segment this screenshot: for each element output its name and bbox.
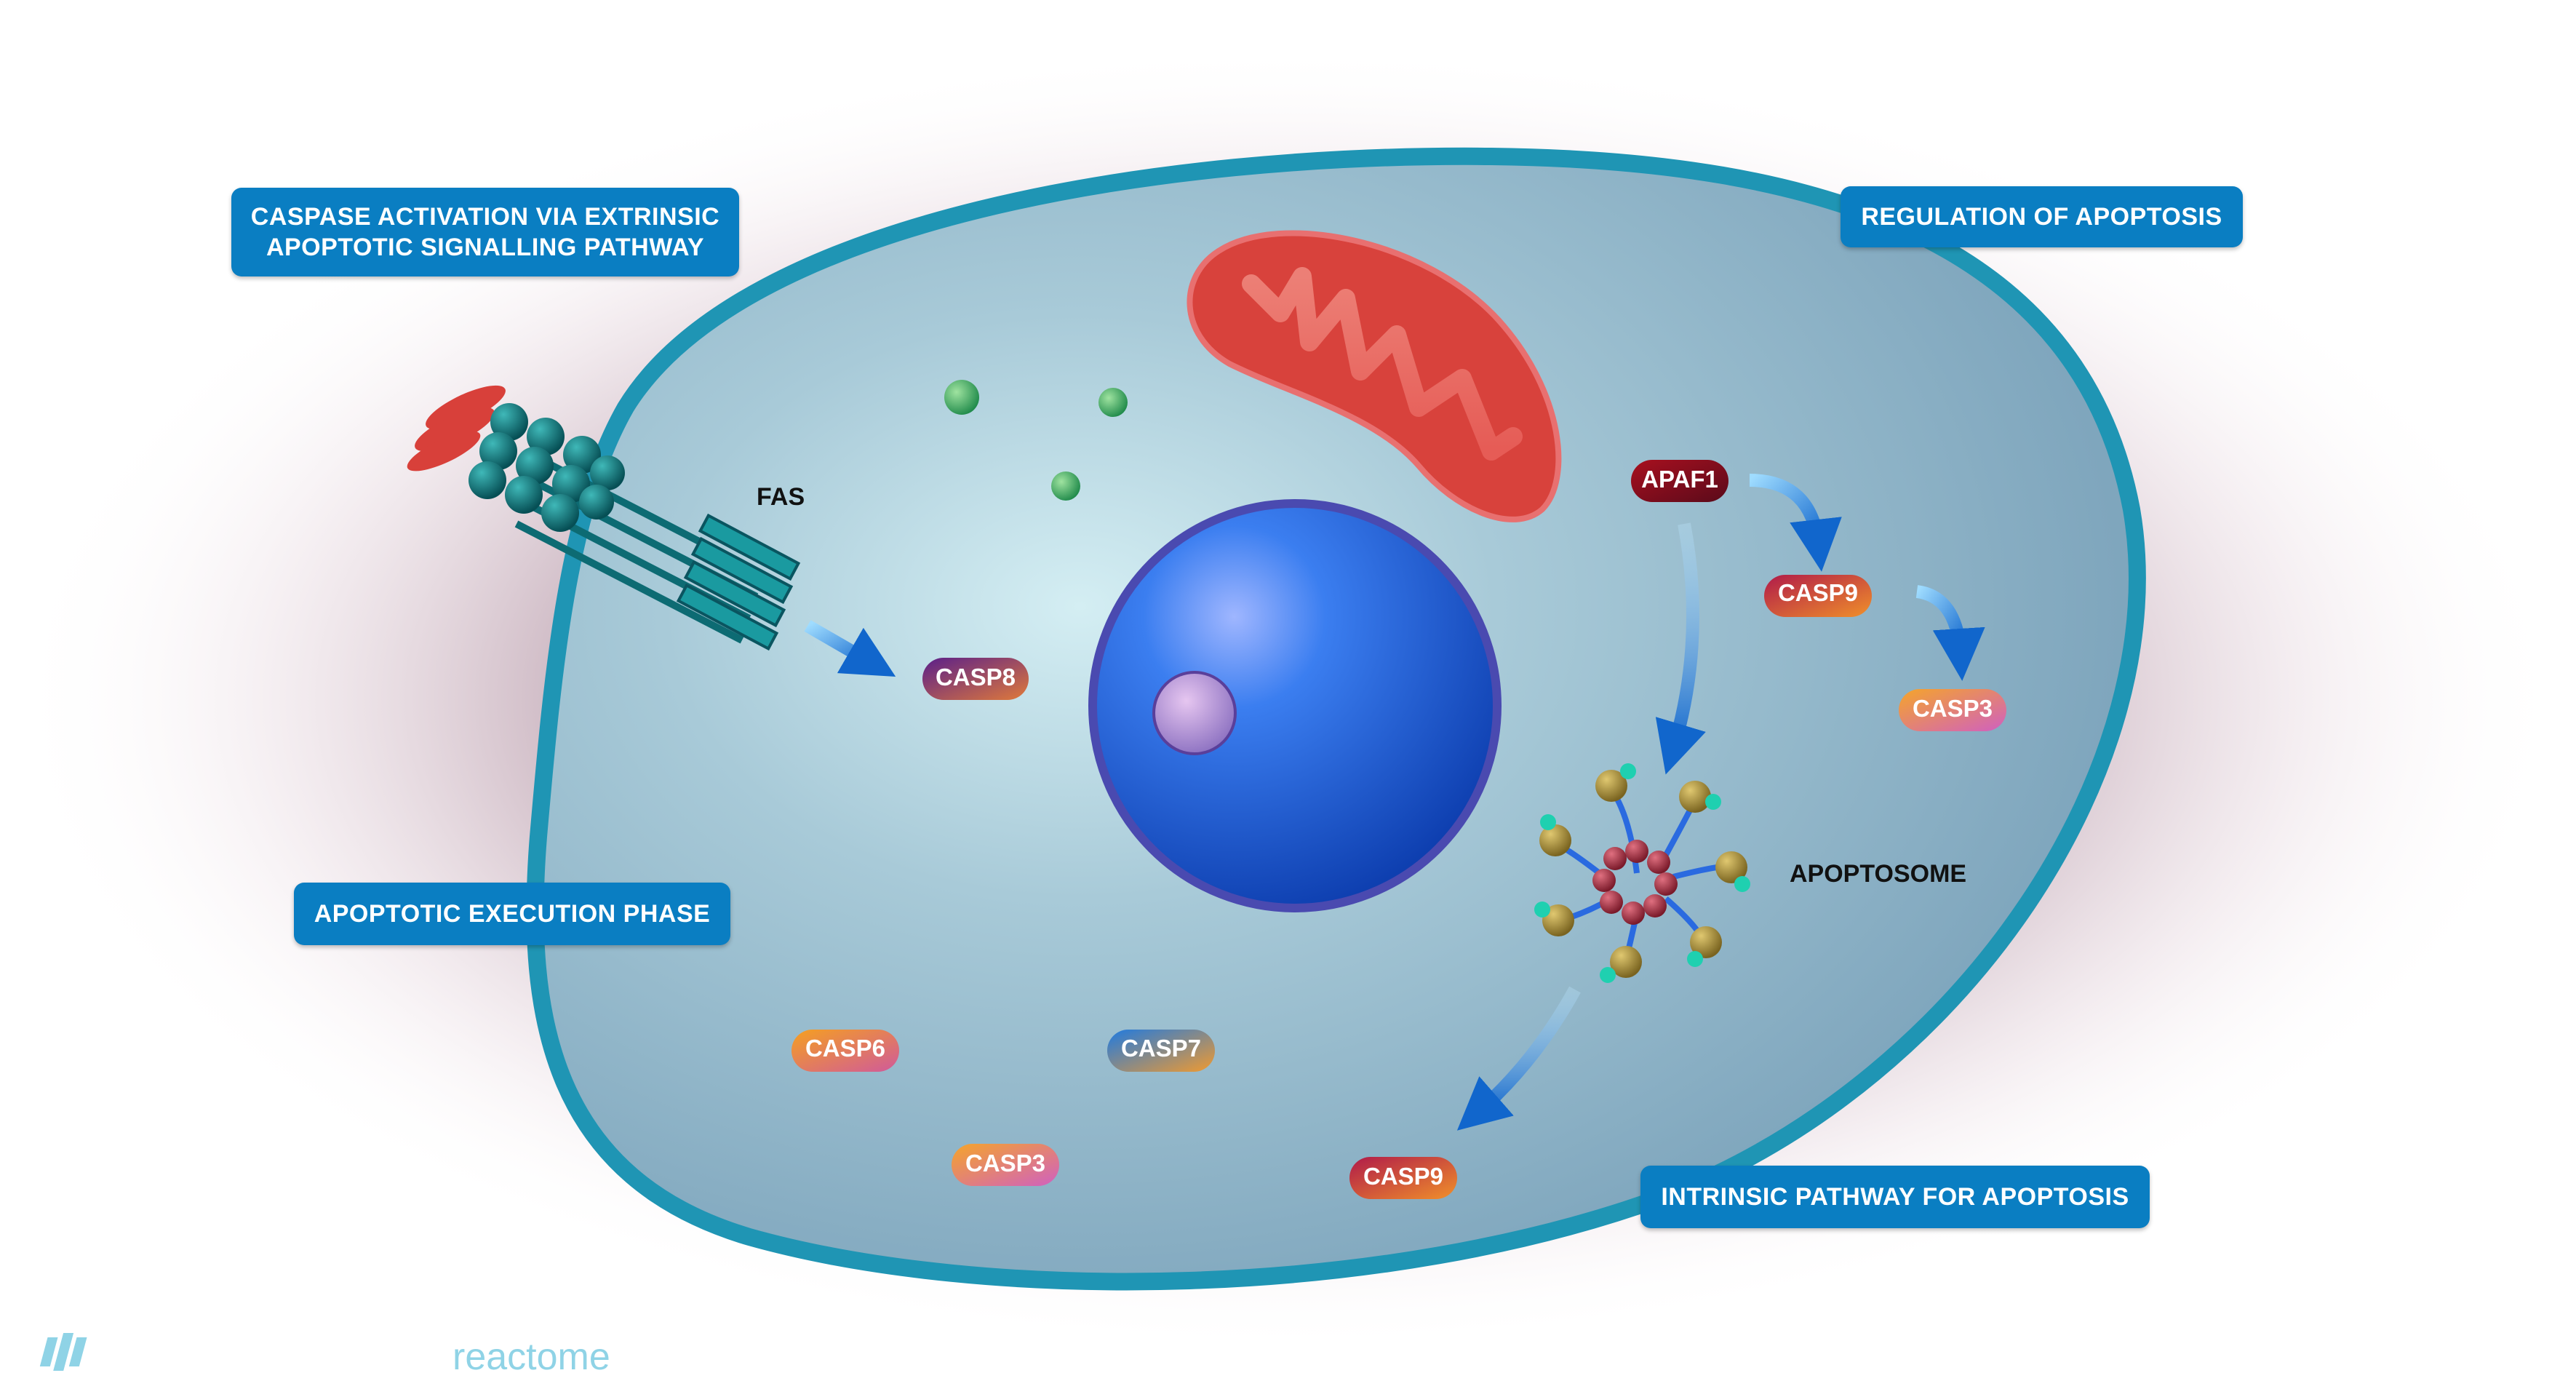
svg-text:CASP7: CASP7 (1121, 1035, 1201, 1062)
casp3-pill-right[interactable]: CASP3 (1899, 689, 2006, 731)
svg-text:CASP8: CASP8 (936, 664, 1016, 690)
reactome-logo-text: reactome (452, 1336, 610, 1378)
fas-label: FAS (757, 483, 805, 511)
intrinsic-pathway-button[interactable]: INTRINSIC PATHWAY FOR APOPTOSIS (1640, 1166, 2150, 1228)
casp6-pill[interactable]: CASP6 (791, 1030, 899, 1072)
vesicle (944, 380, 979, 415)
mitochondrion[interactable] (1187, 230, 1562, 522)
extrinsic-pathway-line2: APOPTOTIC SIGNALLING PATHWAY (266, 234, 705, 261)
svg-text:CASP3: CASP3 (965, 1150, 1045, 1177)
nucleus[interactable] (1088, 499, 1502, 912)
casp9-pill-top[interactable]: CASP9 (1764, 575, 1872, 617)
apoptosome[interactable] (1534, 763, 1750, 983)
fas-receptor[interactable] (402, 377, 801, 651)
vesicle (1098, 388, 1128, 417)
svg-text:CASP9: CASP9 (1363, 1163, 1443, 1190)
vesicle (1051, 471, 1080, 501)
arrow-apaf1-casp9 (1749, 474, 1842, 572)
nucleolus (1152, 671, 1237, 755)
reactome-logo-icon (39, 1333, 87, 1371)
intrinsic-pathway-label: INTRINSIC PATHWAY FOR APOPTOSIS (1661, 1183, 2129, 1211)
arrow-apaf1-apoptosome (1655, 522, 1706, 775)
reactome-logo: reactome (39, 1333, 610, 1378)
arrow-casp9-casp3 (1915, 585, 1985, 681)
svg-text:CASP9: CASP9 (1778, 579, 1858, 606)
casp3-pill-bottom[interactable]: CASP3 (952, 1144, 1059, 1186)
execution-phase-button[interactable]: APOPTOTIC EXECUTION PHASE (294, 883, 730, 945)
casp7-pill[interactable]: CASP7 (1107, 1030, 1215, 1072)
casp9-pill-bottom[interactable]: CASP9 (1349, 1157, 1457, 1199)
apaf1-pill[interactable]: APAF1 (1631, 460, 1728, 502)
extrinsic-pathway-button[interactable]: CASPASE ACTIVATION VIA EXTRINSIC APOPTOT… (231, 188, 739, 276)
svg-text:CASP6: CASP6 (805, 1035, 885, 1062)
regulation-pathway-label: REGULATION OF APOPTOSIS (1861, 203, 2222, 231)
execution-phase-label: APOPTOTIC EXECUTION PHASE (314, 900, 711, 928)
extrinsic-pathway-line1: CASPASE ACTIVATION VIA EXTRINSIC (250, 203, 720, 231)
arrow-fas-casp8 (804, 620, 896, 677)
svg-text:CASP3: CASP3 (1913, 695, 1993, 722)
apoptosome-label: APOPTOSOME (1790, 860, 1966, 888)
arrow-apoptosome-casp9 (1456, 986, 1581, 1131)
regulation-pathway-button[interactable]: REGULATION OF APOPTOSIS (1841, 186, 2243, 247)
casp8-pill[interactable]: CASP8 (922, 658, 1029, 700)
svg-text:APAF1: APAF1 (1641, 466, 1718, 493)
